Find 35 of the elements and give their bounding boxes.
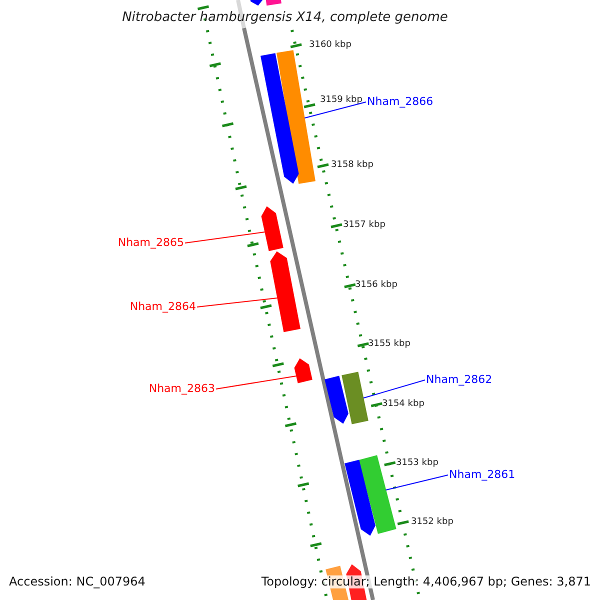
gene-feature (294, 358, 312, 384)
gene-feature (342, 372, 368, 424)
map-title: Nitrobacter hamburgensis X14, complete genome (122, 10, 448, 26)
gene-label: Nham_2865 (118, 236, 184, 250)
leader-line (304, 102, 366, 118)
genome-info-text: Topology: circular; Length: 4,406,967 bp; Genes: 3,871 (261, 575, 591, 589)
gene-feature (261, 206, 284, 252)
gene-label: Nham_2866 (367, 96, 434, 108)
leader-line (196, 298, 278, 308)
gene-feature (344, 460, 376, 536)
scale-label: 3157 kbp (343, 221, 386, 231)
gene-label: Nham_2864 (130, 300, 196, 314)
leader-line (385, 474, 448, 490)
gene-feature (248, 0, 264, 6)
scale-label: 3160 kbp (309, 41, 352, 51)
gene-label: Nham_2863 (148, 382, 215, 396)
leader-line (184, 232, 266, 244)
scale-label: 3155 kbp (368, 340, 410, 350)
scale-label: 3153 kbp (396, 459, 438, 469)
gene-feature (358, 455, 396, 534)
gene-label: Nham_2861 (449, 468, 516, 482)
gene-label: Nham_2862 (426, 374, 492, 386)
gene-feature (260, 53, 299, 184)
scale-label: 3154 kbp (382, 400, 424, 410)
scale-label: 3159 kbp (320, 96, 362, 106)
leader-line (216, 376, 297, 390)
gene-feature (264, 0, 282, 6)
gene-feature (276, 50, 316, 184)
scale-label: 3156 kbp (355, 281, 398, 291)
scale-label: 3152 kbp (411, 518, 454, 528)
leader-line (363, 380, 426, 398)
gene-feature (324, 376, 348, 424)
accession-text: Accession: NC_007964 (9, 575, 146, 589)
scale-label: 3158 kbp (331, 161, 374, 171)
gene-feature (270, 251, 300, 332)
